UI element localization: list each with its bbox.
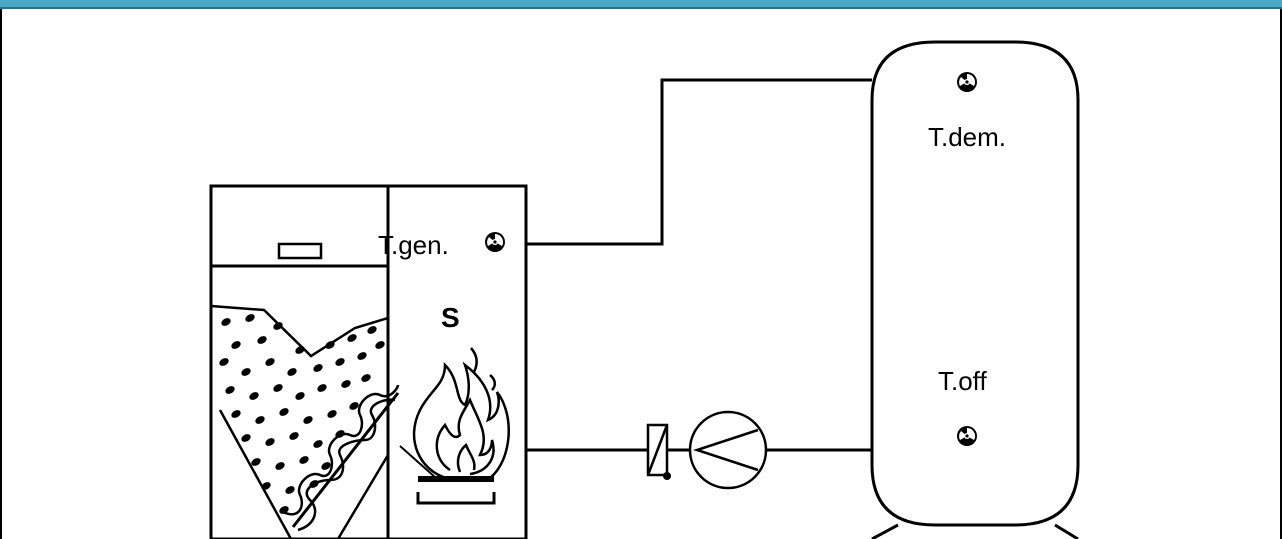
pellet	[251, 458, 261, 466]
pellet	[357, 352, 367, 360]
pellet	[241, 368, 251, 376]
pellet	[231, 341, 241, 349]
pellet	[327, 410, 337, 418]
pellet	[295, 392, 305, 400]
pump-icon	[688, 410, 768, 490]
pellet	[219, 358, 229, 366]
pellet	[299, 456, 309, 464]
temperature-sensor-icon	[957, 72, 977, 92]
pellet	[361, 374, 371, 382]
pellet	[279, 408, 289, 416]
pellet	[249, 392, 259, 400]
pellet	[317, 384, 327, 392]
pellet	[295, 346, 305, 354]
pellet	[285, 486, 295, 494]
pellet	[313, 364, 323, 372]
frame-left-border	[0, 9, 2, 539]
pellet	[245, 314, 255, 322]
label-s: S	[441, 302, 460, 333]
flow-pipe	[526, 78, 872, 246]
pellet	[335, 358, 345, 366]
pellet	[225, 386, 235, 394]
pellet	[367, 326, 377, 334]
pellet	[241, 434, 251, 442]
pellet	[273, 384, 283, 392]
pellet	[265, 358, 275, 366]
hopper-handle	[277, 242, 323, 260]
pellet	[325, 341, 335, 349]
storage-tank	[870, 40, 1080, 539]
pellet	[265, 438, 275, 446]
pellet	[231, 410, 241, 418]
pellet	[341, 380, 351, 388]
temperature-sensor-icon	[485, 232, 505, 252]
pellet	[255, 416, 265, 424]
pellet	[279, 506, 289, 514]
pellet	[273, 322, 283, 330]
boiler-casing	[209, 184, 528, 539]
pellet-surface	[210, 304, 389, 358]
auger-icon	[282, 384, 400, 532]
pellet	[221, 318, 231, 326]
pellet	[313, 440, 323, 448]
temperature-sensor-icon	[957, 426, 977, 446]
boiler	[209, 184, 528, 539]
label-t-off: T.off	[938, 366, 987, 396]
check-valve-icon	[646, 423, 671, 480]
hopper-funnel	[218, 409, 390, 539]
pellet	[287, 368, 297, 376]
pellet	[375, 341, 385, 349]
label-t-gen: T.gen.	[378, 230, 449, 260]
pellet	[321, 462, 331, 470]
header-bar	[0, 0, 1282, 9]
label-t-dem: T.dem.	[928, 122, 1006, 152]
pellet	[289, 432, 299, 440]
pellet	[347, 334, 357, 342]
pellet	[261, 482, 271, 490]
pellet	[275, 462, 285, 470]
pellet	[257, 336, 267, 344]
frame-right-border	[1280, 9, 1282, 539]
pellet	[303, 416, 313, 424]
flame-icon	[399, 347, 510, 505]
pellet	[349, 402, 359, 410]
